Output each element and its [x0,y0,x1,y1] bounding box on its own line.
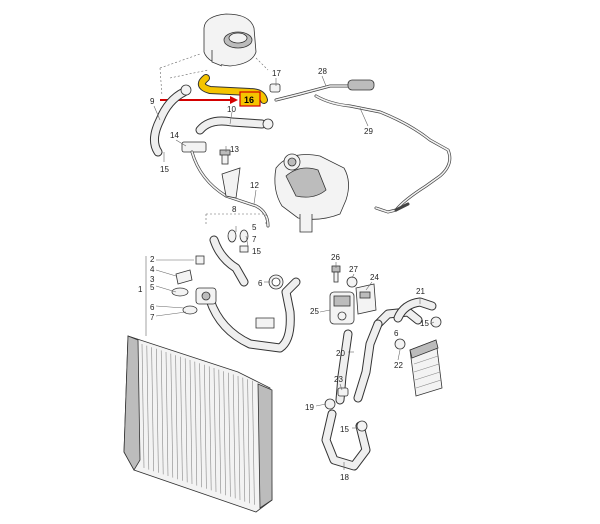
radiator-fin-line [237,375,241,501]
radiator-fin-line [208,366,212,491]
callout-27: 27 [349,265,358,274]
radiator-fin-line [146,345,150,470]
hose-20 [335,307,423,405]
clip-13 [181,141,207,153]
radiator-fin-line [223,371,226,496]
callout-3: 3 [150,275,155,284]
callout-9: 9 [150,97,155,106]
callout-29: 29 [364,127,373,136]
highlight-box-16 [239,91,261,107]
pipe-bracket [221,167,241,199]
radiator-fin-line [199,363,202,488]
callout-15-center: 15 [252,247,261,256]
radiator-fin-line [156,348,159,473]
callout-5-left: 5 [150,283,155,292]
small-parts-group [205,213,267,253]
callout-7-left: 7 [150,313,155,322]
leader-lines [145,75,435,470]
callout-11: 12 [250,181,259,190]
callout-28: 28 [318,67,327,76]
radiator-fin-line [151,347,154,472]
callout-16: 16 [244,95,254,105]
callout-25: 25 [310,307,319,316]
callout-15-right: 15 [420,319,429,328]
radiator-fins [141,343,255,505]
pipe-11 [190,150,270,228]
callout-26: 26 [331,253,340,262]
callout-21: 21 [416,287,425,296]
callout-1: 1 [138,285,143,294]
coolant-pump-housing [274,153,349,233]
callout-20: 20 [336,349,345,358]
radiator-fin-line [204,364,207,489]
radiator-fin-line [160,350,164,475]
hose-part-16-highlighted [197,74,268,104]
hose-upper-left [150,84,274,157]
radiator-fin-line [218,369,222,494]
pipe-28 [274,79,375,102]
clip-19 [324,398,336,410]
callout-10: 10 [227,105,236,114]
radiator-fin-line [189,359,193,485]
bolt-26 [331,265,341,283]
callout-6-right: 6 [394,329,399,338]
radiator-fin-line [170,353,174,478]
callout-14: 15 [160,165,169,174]
hose-7-main [205,277,301,353]
bracket-24 [355,283,377,315]
callout-15-lower: 15 [340,425,349,434]
callout-18: 18 [340,473,349,482]
pipe-29 [314,94,452,214]
callout-4: 4 [150,265,155,274]
radiator-fin-line [247,379,250,504]
bolt-12 [219,149,231,165]
nut-27 [346,276,358,288]
callout-23: 23 [334,375,343,384]
radiator-fin-line [232,374,236,499]
radiator-fin-line [165,351,169,477]
radiator-fin-line [180,356,183,481]
callout-5-center: 5 [252,223,257,232]
radiator-fin-line [213,367,217,493]
callout-22: 22 [394,361,403,370]
clip-22 [394,338,406,350]
heat-exchanger-22 [409,339,443,397]
radiator-fin-line [175,355,178,480]
expansion-tank [203,13,257,67]
radiator-fin-line [184,358,188,483]
callout-19: 19 [305,403,314,412]
radiator [123,335,273,513]
callout-17: 17 [272,69,281,78]
radiator-fin-line [194,361,198,486]
clip-23 [337,387,349,397]
callout-labels: 9 10 16 17 28 29 14 15 13 12 8 5 7 15 2 … [138,67,429,482]
callout-12: 13 [230,145,239,154]
callout-6-left: 6 [150,303,155,312]
callout-6-center: 6 [258,279,263,288]
radiator-fin-line [228,372,231,497]
callout-13: 14 [170,131,179,140]
radiator-fin-line [252,380,255,505]
radiator-fin-line [141,343,145,469]
clip-15-lower [356,420,368,432]
auxiliary-pump-25 [329,291,355,325]
clip-6-center [268,274,284,290]
callout-8: 8 [232,205,237,214]
callout-7-center: 7 [252,235,257,244]
callout-24: 24 [370,273,379,282]
clip-17 [269,83,281,93]
clips-left-column [171,255,205,315]
connector-left [195,287,217,305]
bracket-6-center [255,317,275,329]
radiator-fin-line [242,377,246,502]
hose-lower-center [209,235,249,287]
callout-2: 2 [150,255,155,264]
